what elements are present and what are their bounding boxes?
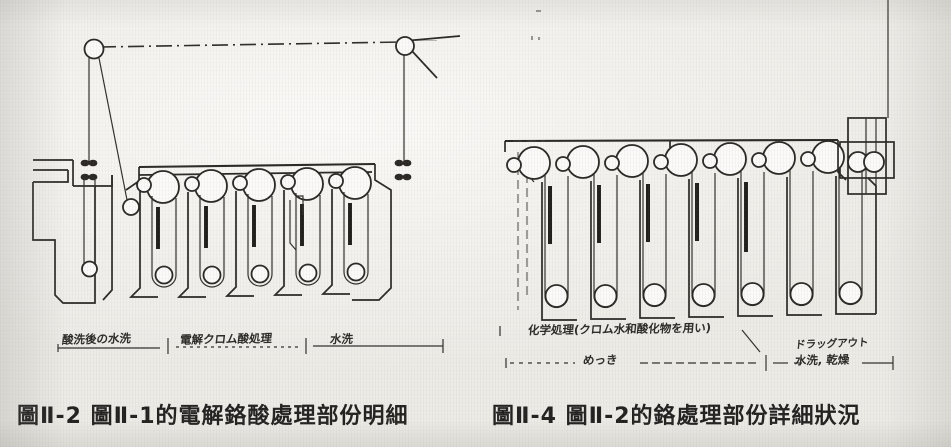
annotation-chemical-treatment: 化学処理(クロム水和酸化物を用い) [527,320,712,338]
scan-speck [531,36,533,40]
annotation-leader-line [741,329,761,353]
strip-top-line [99,41,404,48]
top-roller-right [395,36,415,56]
scan-speck [536,10,541,12]
r-tank-cell-2 [555,145,626,320]
top-roller-left [83,38,105,60]
deflector-roller-left [122,198,140,216]
scan-speck [538,37,540,40]
inner-branch-2 [296,195,304,215]
scan-speck [413,40,437,41]
tank-shell-right-edge [837,140,847,181]
inner-branch [289,200,297,251]
figure-left-caption: 圖Ⅱ-2 圖Ⅱ-1的電解鉻酸處理部份明細 [17,404,409,429]
r-tank-cell-6 [751,141,822,316]
tank-cell-group [128,166,372,298]
annotation-rinse-dry: 水洗, 乾燥 [794,352,850,368]
tank-cell-5 [320,166,372,295]
r-tank-cell-1 [506,146,577,321]
wringer-rolls-left [80,159,98,181]
annotation-water-rinse: 水洗 [329,331,354,347]
strip-entry-tail [403,35,461,42]
annotation-plating: めっき [582,352,619,368]
tank-cell-group-right [506,140,877,321]
r-tank-cell-7 [800,140,877,315]
tank-cell-4 [272,167,324,296]
annotation-scale-right [499,326,894,371]
r-tank-cell-3 [604,144,675,319]
annotation-drag-out: ドラッグアウト [794,336,869,352]
annotation-rinse-after-pickling: 酸洗後の水洗 [61,331,132,347]
r-tank-cell-4 [653,143,724,318]
annotation-electrolytic-chromic-acid: 電解クロム酸処理 [179,331,273,347]
figure-right-caption: 圖Ⅱ-4 圖Ⅱ-2的鉻處理部份詳細狀況 [492,404,861,429]
strip-exit-diagonal [411,50,438,79]
entry-rinse-tank [32,159,113,304]
wringer-rolls-right [394,159,412,181]
annotation-scale-left [57,338,444,354]
strip-down-left-b [98,57,130,211]
tank-cell-2 [176,169,228,298]
tank-cell-3 [224,168,276,297]
tank-cell-1 [128,170,180,298]
r-tank-cell-5 [702,142,773,317]
